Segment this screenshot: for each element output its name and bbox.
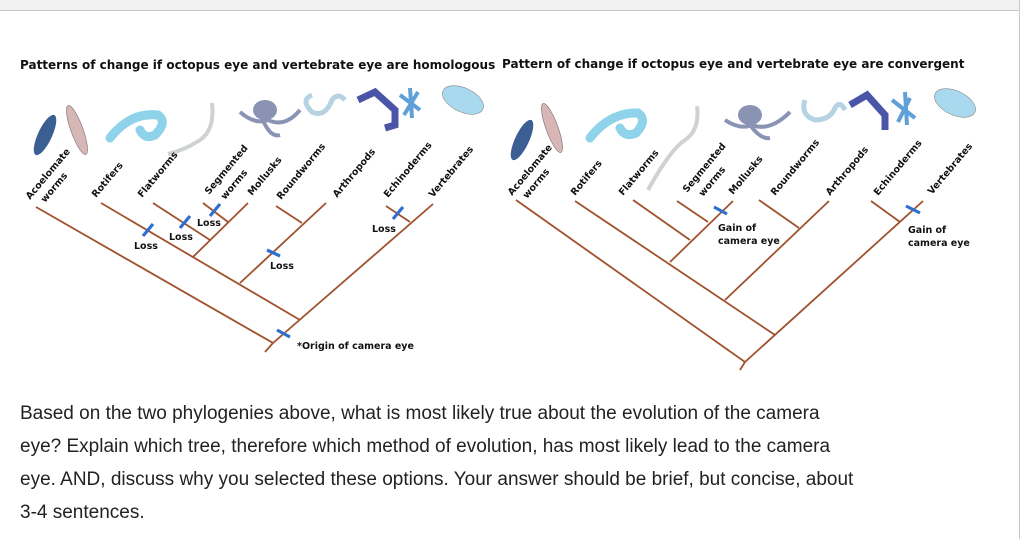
taxon-labels: Acoelomate worms Rotifers Flatworms Segm… [506,137,975,201]
loss-label: Loss [134,241,158,252]
starfish-illustration [398,87,422,119]
taxon-label: Echinoderms [382,140,435,200]
origin-label: *Origin of camera eye [297,341,414,352]
question-line: eye. AND, discuss why you selected these… [20,469,854,490]
acoel-worm-illustration [510,119,534,161]
taxon-label: Rotifers [569,158,605,198]
taxon-labels: Acoelomate worms Rotifers Flatworms Segm… [24,140,476,205]
convergent-tree: Pattern of change if octopus eye and ver… [502,57,976,371]
question-line: eye? Explain which tree, therefore which… [20,436,831,457]
right-tree-title: Pattern of change if octopus eye and ver… [502,57,965,71]
fish-illustration [442,85,484,115]
roundworm-illustration [303,92,347,116]
octopus-illustration [738,105,762,125]
octopus-illustration [253,100,277,120]
segmented-worm-illustration [646,105,700,191]
rotifer-illustration [541,103,563,153]
animal-illustrations [33,85,484,156]
tree-branches [35,202,434,353]
animal-illustrations [510,88,976,191]
arthropod-illustration [848,90,889,130]
taxon-label: Mollusks [727,154,766,197]
gain-label: Gain of [908,225,947,236]
taxon-label: Roundworms [769,137,822,198]
acoel-worm-illustration [33,114,57,156]
taxon-label: Rotifers [90,160,126,200]
gain-marks [713,204,921,216]
right-border [1019,0,1020,539]
loss-label: Loss [372,224,396,235]
gain-label: Gain of [718,223,757,234]
loss-label: Loss [270,261,294,272]
taxon-label: Flatworms [136,150,181,200]
fish-illustration [934,88,976,118]
taxon-label: Vertebrates [926,141,975,197]
taxon-label: Roundworms [275,141,328,202]
taxon-label: Flatworms [617,148,662,198]
loss-label: Loss [197,218,221,229]
question-line: 3-4 sentences. [20,502,145,523]
rotifer-illustration [66,105,88,155]
roundworm-illustration [801,99,848,123]
starfish-illustration [890,91,917,126]
question-line: Based on the two phylogenies above, what… [20,403,820,424]
left-tree-title: Patterns of change if octopus eye and ve… [20,58,495,72]
phylogeny-figure: Patterns of change if octopus eye and ve… [20,57,976,371]
taxon-label: Echinoderms [872,138,925,198]
gain-label: camera eye [908,238,970,249]
taxon-label: Arthropods [331,146,378,200]
top-bar [0,0,1019,11]
loss-label: Loss [169,232,193,243]
gain-label: camera eye [718,236,780,247]
question-text: Based on the two phylogenies above, what… [20,397,1010,529]
taxon-label: Vertebrates [427,144,476,200]
arthropod-illustration [356,87,399,132]
flatworm-illustration [585,108,647,143]
taxon-label: Arthropods [824,144,871,198]
homologous-tree: Patterns of change if octopus eye and ve… [20,58,495,353]
flatworm-illustration [105,110,167,143]
segmented-worm-illustration [167,102,215,156]
loss-marks [141,202,405,339]
